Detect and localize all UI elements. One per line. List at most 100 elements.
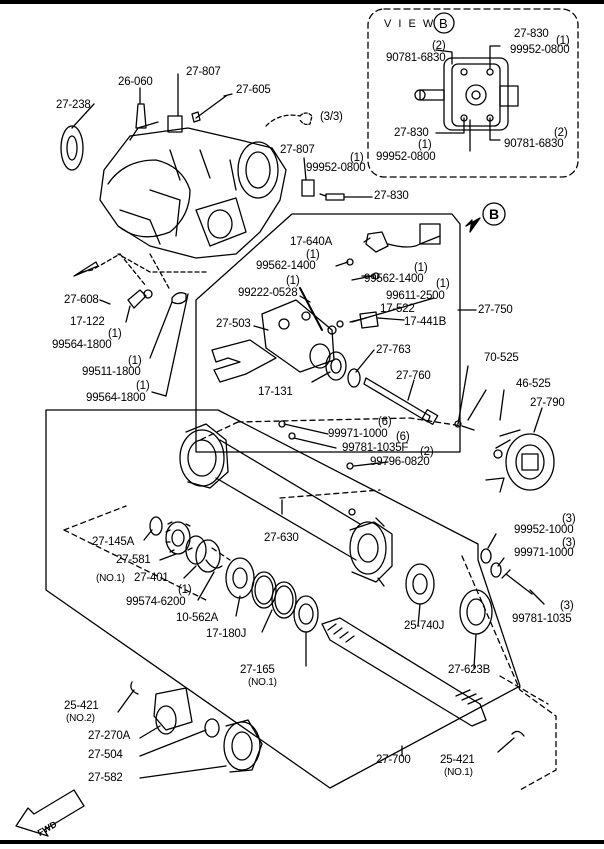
view-b-box [367, 8, 579, 178]
qty-1: (1) [108, 328, 122, 340]
qty-2: (2) [432, 40, 446, 52]
label-27-145a: 27-145A [92, 536, 135, 548]
bearing-27-790 [485, 429, 555, 493]
label-90781-6830-b: 90781-6830 [504, 138, 564, 150]
gear-27-581 [165, 521, 193, 555]
label-17-522: 17-522 [380, 303, 415, 315]
label-27-504: 27-504 [88, 749, 123, 761]
no-2: (NO.2) [66, 713, 95, 724]
label-27-605: 27-605 [236, 84, 271, 96]
label-25-421-a: 25-421 [64, 700, 99, 712]
label-27-401: 27-401 [134, 572, 169, 584]
b-callout-circle [482, 202, 506, 226]
vent-26-060 [135, 103, 147, 129]
no-1-c: (NO.1) [444, 767, 473, 778]
label-27-608: 27-608 [64, 294, 99, 306]
no-1-b: (NO.1) [248, 677, 277, 688]
qty-3: (3) [562, 537, 576, 549]
qty-1: (1) [286, 275, 300, 287]
plug-17-122 [127, 289, 147, 309]
shaft-27-700 [321, 617, 487, 727]
label-70-525: 70-525 [484, 352, 519, 364]
qty-1: (1) [436, 278, 450, 290]
view-b-housing [414, 57, 519, 131]
qty-1: (1) [414, 262, 428, 274]
label-26-060: 26-060 [118, 76, 153, 88]
label-27-238: 27-238 [56, 99, 91, 111]
bracket-27-807-b [301, 179, 315, 197]
label-27-582: 27-582 [88, 772, 123, 784]
label-27-830-view-b: 27-830 [394, 127, 429, 139]
qty-2: (2) [420, 446, 434, 458]
label-17-122: 17-122 [70, 316, 105, 328]
label-27-165: 27-165 [240, 664, 275, 676]
label-27-700: 27-700 [376, 754, 411, 766]
group-27-700-outline [45, 409, 521, 789]
label-99611-2500: 99611-2500 [386, 290, 445, 302]
label-27-503: 27-503 [216, 318, 251, 330]
bracket-27-807 [167, 115, 183, 133]
label-99952-1000: 99952-1000 [514, 524, 574, 536]
label-99971-1000b: 99971-1000 [514, 547, 574, 559]
label-27-270a: 27-270A [88, 730, 131, 742]
label-17-441b: 17-441B [404, 316, 447, 328]
label-27-630: 27-630 [264, 532, 299, 544]
no-1-a: (NO.1) [96, 573, 125, 584]
seal-27-238 [60, 125, 84, 171]
tube-27-630 [179, 423, 393, 587]
label-25-740j: 25-740J [404, 620, 445, 632]
qty-3: (3) [562, 513, 576, 525]
label-10-562a: 10-562A [176, 612, 219, 624]
qty-1: (1) [556, 35, 570, 47]
label-99781-1035f: 99781-1035F [342, 442, 409, 454]
qty-1: (1) [178, 584, 192, 596]
label-27-581: 27-581 [116, 554, 151, 566]
transfer-case-housing [99, 121, 287, 259]
gear-27-270a [153, 687, 193, 731]
label-27-760: 27-760 [396, 370, 431, 382]
qty-1: (1) [136, 380, 150, 392]
label-27-807-b: 27-807 [280, 144, 315, 156]
label-25-421-b: 25-421 [440, 754, 475, 766]
gasket-line [165, 293, 189, 397]
b-callout-letter: B [489, 206, 499, 222]
label-27-750: 27-750 [478, 304, 513, 316]
label-99971-1000: 99971-1000 [328, 428, 388, 440]
label-27-830-view: 27-830 [514, 28, 549, 40]
qty-3: (3) [560, 600, 574, 612]
view-b-letter: B [439, 16, 448, 31]
label-99564-1800-a: 99564-1800 [52, 339, 112, 351]
bolt-27-605 [191, 95, 227, 123]
view-b-title: V I E W [384, 18, 436, 30]
label-99952-0800-view: 99952-0800 [510, 44, 570, 56]
label-99781-1035: 99781-1035 [512, 613, 572, 625]
qty-6: (6) [378, 416, 392, 428]
fork-27-503 [211, 299, 335, 383]
label-99511-1800: 99511-1800 [82, 366, 141, 378]
label-17-640a: 17-640A [290, 236, 333, 248]
qty-1: (1) [418, 139, 432, 151]
label-27-807-a: 27-807 [186, 66, 221, 78]
label-46-525: 46-525 [516, 378, 551, 390]
qty-1: (1) [128, 355, 142, 367]
label-99562-1400-b: 99562-1400 [364, 273, 424, 285]
fwd-arrow [15, 789, 85, 837]
qty-2: (2) [554, 127, 568, 139]
label-99222-0528: 99222-0528 [238, 287, 298, 299]
group-27-750-outline [195, 213, 461, 453]
label-99952-0800-view-b: 99952-0800 [376, 151, 436, 163]
label-99564-1800-b: 99564-1800 [86, 392, 146, 404]
ref-3-3: (3/3) [320, 111, 343, 123]
label-27-790: 27-790 [530, 397, 565, 409]
label-99796-0820: 99796-0820 [370, 456, 430, 468]
label-27-623b: 27-623B [448, 664, 491, 676]
label-99562-1400-a: 99562-1400 [256, 260, 316, 272]
label-27-830: 27-830 [374, 190, 409, 202]
qty-1: (1) [350, 152, 364, 164]
label-27-763: 27-763 [376, 344, 411, 356]
label-90781-6830-a: 90781-6830 [386, 52, 446, 64]
label-99952-0800: 99952-0800 [306, 162, 366, 174]
label-99574-6200: 99574-6200 [126, 596, 186, 608]
